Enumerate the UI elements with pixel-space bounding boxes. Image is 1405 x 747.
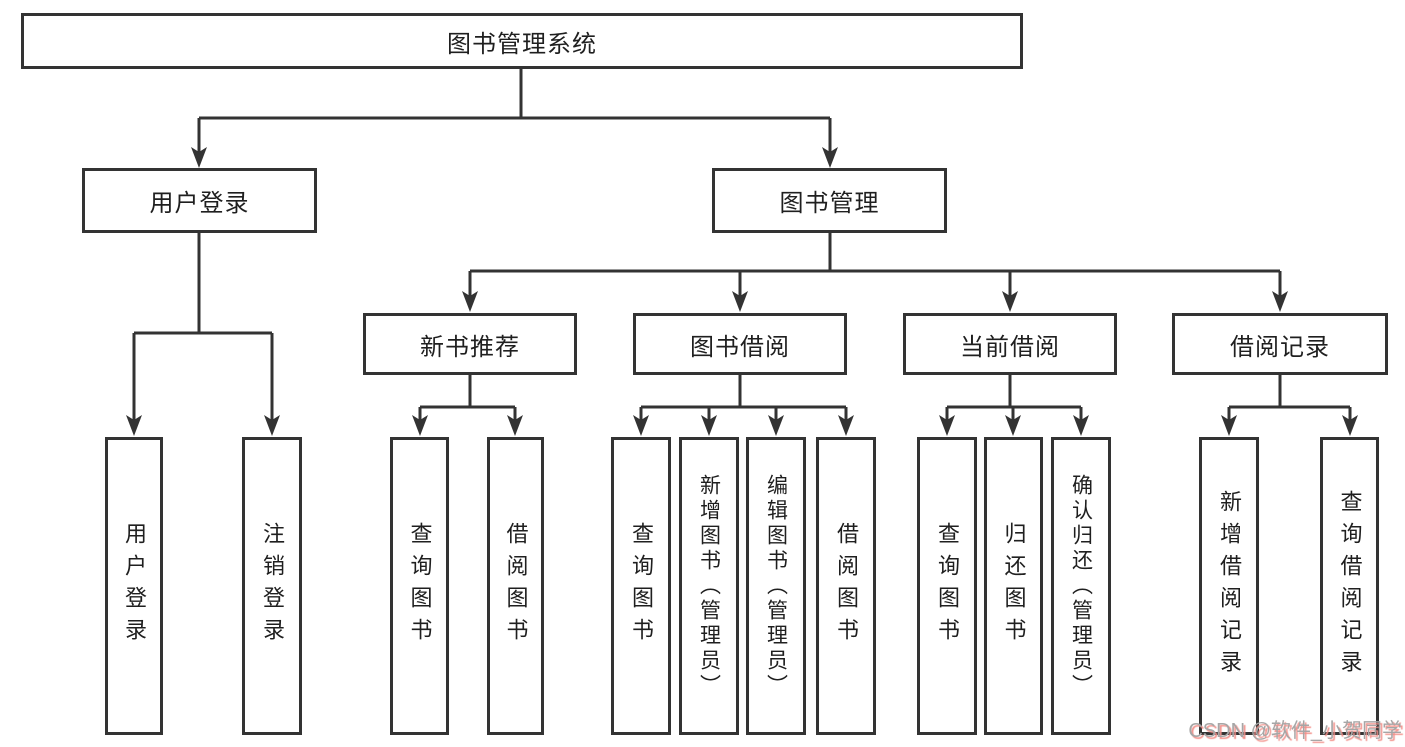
arrow-down-icon [939, 415, 955, 436]
arrow-down-icon [507, 415, 523, 436]
arrow-down-icon [462, 291, 478, 312]
node-book-borrowing: 图书借阅 [633, 313, 847, 375]
leaf-cb-query-books: 查询图书 [917, 437, 977, 735]
arrow-down-icon [1272, 291, 1288, 312]
node-label: 归还图书 [1001, 522, 1027, 650]
arrow-down-icon [633, 415, 649, 436]
arrowheads [126, 147, 1358, 436]
node-label: 查询借阅记录 [1337, 490, 1363, 682]
node-label: 用户登录 [149, 190, 250, 217]
arrow-down-icon [822, 147, 838, 168]
node-new-book-recommend: 新书推荐 [363, 313, 577, 375]
node-label: 用户登录 [122, 522, 147, 650]
node-label: 查询图书 [629, 522, 654, 650]
arrow-down-icon [264, 415, 280, 436]
arrow-down-icon [1005, 415, 1021, 436]
node-label: 新增借阅记录 [1217, 490, 1242, 682]
leaf-cb-confirm-return-admin: 确认归还（管理员） [1051, 437, 1111, 735]
node-label: 借阅图书 [834, 522, 859, 650]
leaf-logout: 注销登录 [242, 437, 302, 735]
node-label: 图书管理系统 [447, 30, 597, 58]
leaf-cb-return-books: 归还图书 [984, 437, 1043, 735]
arrow-down-icon [701, 415, 717, 436]
arrow-down-icon [126, 415, 142, 436]
node-label: 借阅记录 [1230, 333, 1330, 361]
node-user-login-branch: 用户登录 [82, 168, 317, 233]
arrow-down-icon [191, 147, 207, 168]
node-label: 当前借阅 [960, 333, 1060, 361]
node-borrowing-records: 借阅记录 [1172, 313, 1388, 375]
leaf-bb-borrow-books: 借阅图书 [816, 437, 876, 735]
node-label: 确认归还（管理员） [1069, 473, 1093, 699]
node-current-borrowing: 当前借阅 [903, 313, 1117, 375]
node-label: 编辑图书（管理员） [764, 473, 788, 699]
arrow-down-icon [768, 415, 784, 436]
node-label: 图书借阅 [690, 333, 790, 361]
arrow-down-icon [732, 291, 748, 312]
leaf-nbr-borrow-books: 借阅图书 [487, 437, 544, 735]
leaf-bb-add-books-admin: 新增图书（管理员） [679, 437, 739, 735]
leaf-nbr-query-books: 查询图书 [390, 437, 449, 735]
arrow-down-icon [1221, 415, 1237, 436]
node-book-management-branch: 图书管理 [712, 168, 947, 233]
arrow-down-icon [1002, 291, 1018, 312]
node-label: 查询图书 [407, 522, 433, 650]
node-label: 注销登录 [260, 522, 285, 650]
csdn-watermark: CSDN @软件_小贺同学 [1188, 720, 1402, 742]
leaf-user-login: 用户登录 [105, 437, 163, 735]
node-library-management-system: 图书管理系统 [21, 13, 1023, 69]
node-label: 新增图书（管理员） [697, 473, 721, 699]
node-label: 图书管理 [779, 190, 880, 217]
node-label: 新书推荐 [420, 333, 520, 361]
arrow-down-icon [838, 415, 854, 436]
node-label: 借阅图书 [503, 522, 529, 650]
arrow-down-icon [412, 415, 428, 436]
arrow-down-icon [1342, 415, 1358, 436]
leaf-bb-query-books: 查询图书 [611, 437, 671, 735]
arrow-down-icon [1073, 415, 1089, 436]
leaf-bb-edit-books-admin: 编辑图书（管理员） [746, 437, 806, 735]
node-label: 查询图书 [935, 522, 960, 650]
leaf-br-query-record: 查询借阅记录 [1320, 437, 1379, 735]
leaf-br-add-record: 新增借阅记录 [1199, 437, 1259, 735]
